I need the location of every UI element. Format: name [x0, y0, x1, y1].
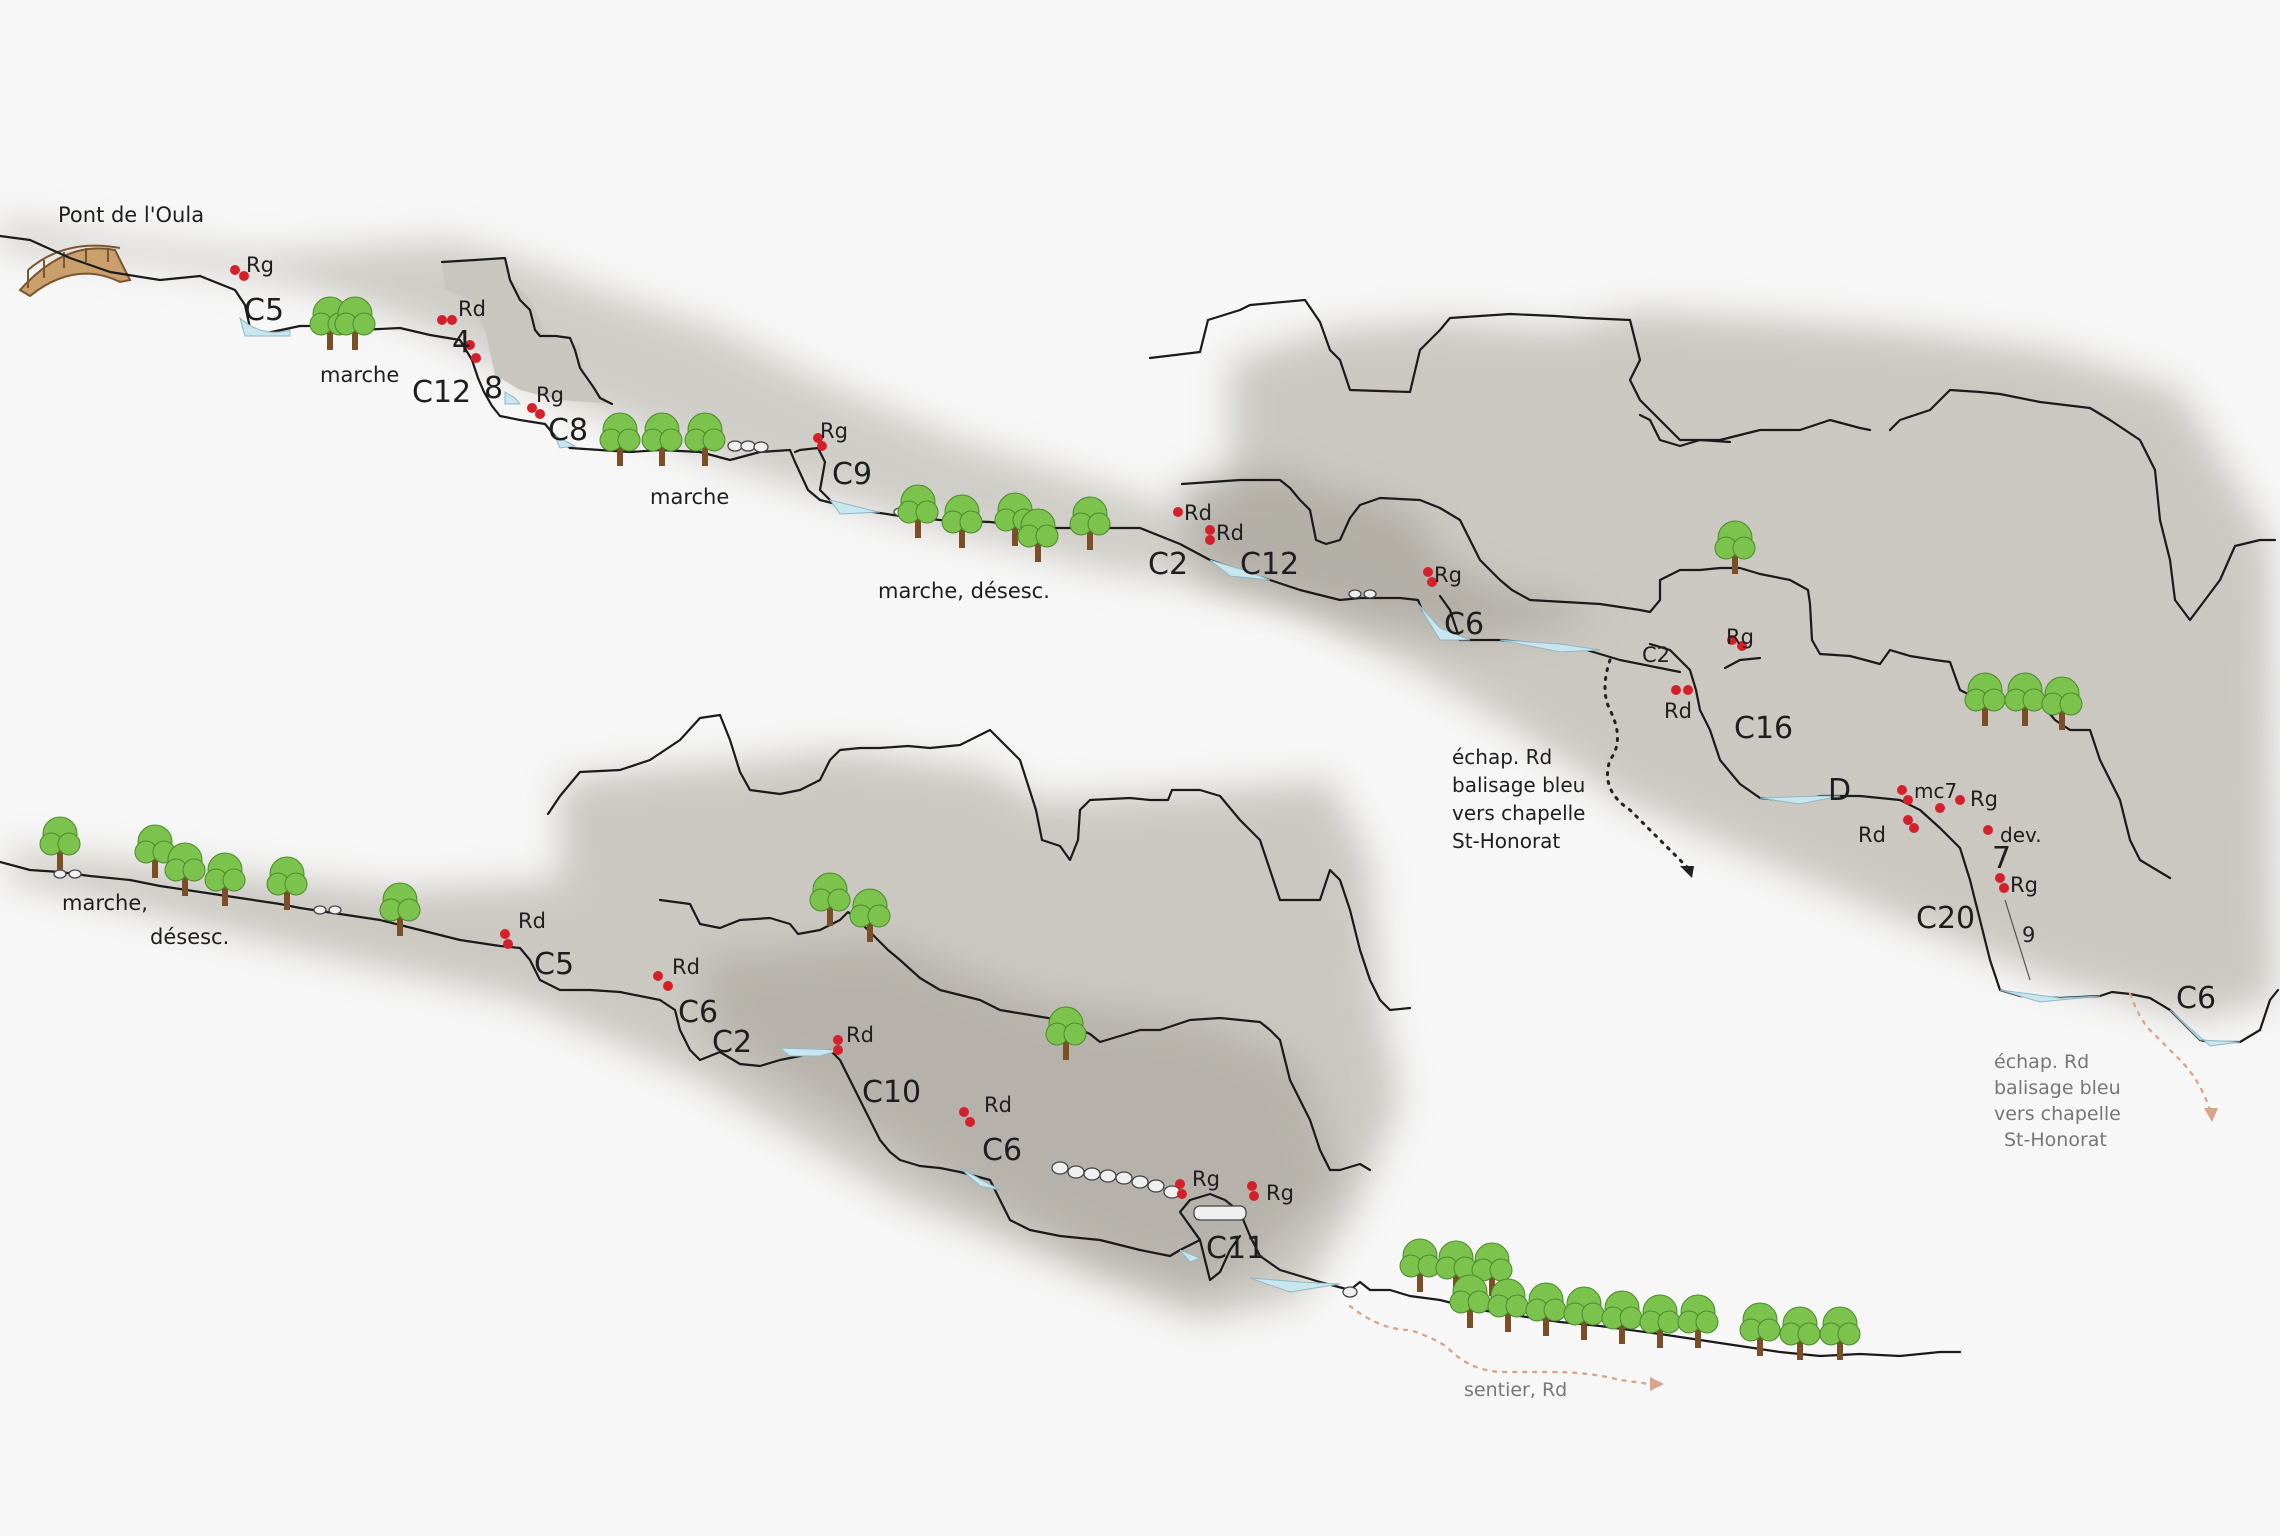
label-num-8: 8	[484, 371, 503, 406]
escape-arrow-1	[1680, 866, 1694, 878]
label-rg-3: Rg	[820, 419, 848, 443]
label-c2-2: C2	[1642, 643, 1670, 667]
label-c12-2: C12	[1240, 547, 1299, 582]
label-rd-1: Rd	[458, 297, 486, 321]
label-c11: C11	[1206, 1231, 1265, 1266]
label-c6-2: C6	[2176, 981, 2216, 1016]
label-rg-9: Rg	[1266, 1181, 1294, 1205]
start-label: Pont de l'Oula	[58, 203, 204, 227]
label-c2-3: C2	[712, 1025, 752, 1060]
escape-note-1: échap. Rd balisage bleu vers chapelle St…	[1452, 745, 1586, 853]
trail-note: sentier, Rd	[1464, 1379, 1567, 1401]
label-mc7: mc7	[1914, 779, 1957, 803]
escape-path-2	[2128, 992, 2212, 1112]
label-desesc: désesc.	[150, 925, 229, 949]
label-rd-3: Rd	[1216, 521, 1244, 545]
label-c10: C10	[862, 1075, 921, 1110]
label-c6-1: C6	[1444, 607, 1484, 642]
escape-path-1	[1603, 658, 1692, 872]
escape-note-2: échap. Rd balisage bleu vers chapelle St…	[1994, 1051, 2121, 1151]
label-num-7: 7	[1992, 841, 2011, 876]
label-c20: C20	[1916, 901, 1975, 936]
label-num-4: 4	[452, 325, 471, 360]
label-rd-4: Rd	[1664, 699, 1692, 723]
label-rg-6: Rg	[1970, 787, 1998, 811]
label-rg-1: Rg	[246, 253, 274, 277]
label-c5-2: C5	[534, 947, 574, 982]
labels: Pont de l'Oula Rg C5 marche Rd 4 8 C12 R…	[58, 203, 2216, 1401]
anchors-section-2	[500, 929, 1259, 1201]
gorge-section-1	[0, 220, 2280, 1122]
trail-arrow	[1650, 1377, 1664, 1391]
boulders-section-2	[53, 869, 1358, 1298]
label-rg-4: Rg	[1434, 563, 1462, 587]
label-2: vers chapelle	[1452, 801, 1586, 825]
trail-path	[1348, 1304, 1652, 1386]
escape-arrow-2	[2204, 1108, 2218, 1122]
label-num-9: 9	[2022, 923, 2035, 947]
label-rd-9: Rd	[984, 1093, 1012, 1117]
label-rg-2: Rg	[536, 383, 564, 407]
label-rd-2: Rd	[1184, 501, 1212, 525]
bridge-icon	[18, 244, 132, 298]
label-0: échap. Rd	[1452, 745, 1552, 769]
label-rd-8: Rd	[846, 1023, 874, 1047]
label-3: St-Honorat	[1452, 829, 1560, 853]
label-1: balisage bleu	[1994, 1077, 2121, 1099]
label-c2-1: C2	[1148, 547, 1188, 582]
label-marche-3: marche,	[62, 891, 148, 915]
label-rd-7: Rd	[672, 955, 700, 979]
label-rd-5: Rd	[1858, 823, 1886, 847]
label-c5-1: C5	[244, 293, 284, 328]
label-2: vers chapelle	[1994, 1103, 2121, 1125]
label-c9: C9	[832, 457, 872, 492]
label-rd-6: Rd	[518, 909, 546, 933]
label-1: balisage bleu	[1452, 773, 1585, 797]
label-c6-3: C6	[678, 995, 718, 1030]
label-marche-2: marche	[650, 485, 729, 509]
label-dev: dev.	[2000, 823, 2042, 847]
label-d: D	[1828, 773, 1851, 808]
label-c6-4: C6	[982, 1133, 1022, 1168]
label-marche-1: marche	[320, 363, 399, 387]
label-marche-desesc-1: marche, désesc.	[878, 579, 1050, 603]
route-line	[2004, 899, 2031, 981]
label-c8: C8	[548, 413, 588, 448]
label-rg-8: Rg	[1192, 1167, 1220, 1191]
label-3: St-Honorat	[2004, 1129, 2107, 1151]
gorge-section-2	[0, 713, 1962, 1391]
label-rg-5: Rg	[1726, 625, 1754, 649]
label-rg-7: Rg	[2010, 873, 2038, 897]
label-c16: C16	[1734, 711, 1793, 746]
label-0: échap. Rd	[1994, 1051, 2089, 1073]
anchors-section-1	[230, 265, 2009, 893]
label-c12-1: C12	[412, 375, 471, 410]
